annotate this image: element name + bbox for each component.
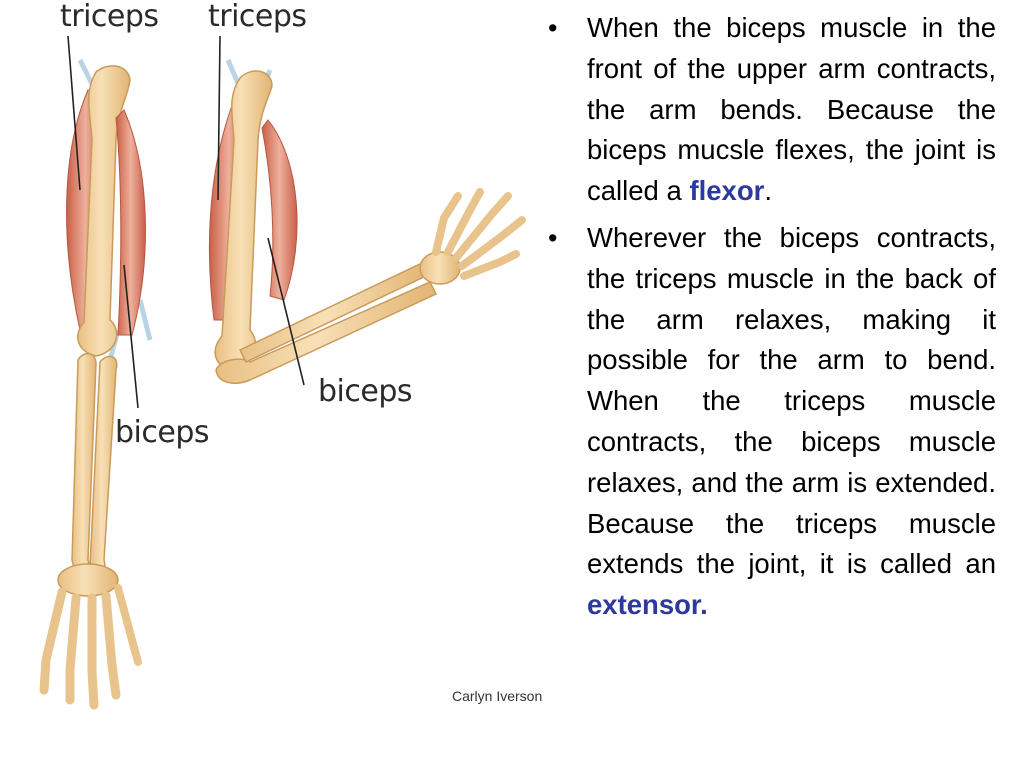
arm-muscle-illustration bbox=[39, 35, 526, 710]
biceps-label-bent-arm: biceps bbox=[318, 374, 413, 409]
bullet-list: • When the biceps muscle in the front of… bbox=[548, 8, 996, 632]
triceps-label-bent-arm: triceps bbox=[208, 0, 307, 34]
leader-lines bbox=[67, 35, 305, 409]
bullet-item: • Wherever the biceps contracts, the tri… bbox=[548, 218, 996, 626]
bent-arm bbox=[208, 59, 526, 384]
bullet-text-end: . bbox=[764, 175, 772, 207]
humerus-straight bbox=[77, 65, 131, 357]
biceps-label-straight-arm: biceps bbox=[115, 415, 210, 450]
highlighted-term: extensor. bbox=[587, 589, 708, 621]
highlighted-term: flexor bbox=[689, 175, 765, 207]
bullet-text: When the biceps muscle in the front of t… bbox=[587, 12, 996, 207]
biceps-muscle-straight bbox=[115, 109, 146, 336]
triceps-label-straight-arm: triceps bbox=[60, 0, 159, 34]
bullet-item: • When the biceps muscle in the front of… bbox=[548, 8, 996, 212]
bullet-text: Wherever the biceps contracts, the trice… bbox=[587, 221, 996, 580]
bullet-marker: • bbox=[548, 13, 558, 43]
bullet-marker: • bbox=[548, 222, 558, 253]
biceps-muscle-bent bbox=[261, 119, 298, 301]
illustration-credit: Carlyn Iverson bbox=[452, 688, 543, 704]
straight-arm bbox=[39, 58, 153, 710]
